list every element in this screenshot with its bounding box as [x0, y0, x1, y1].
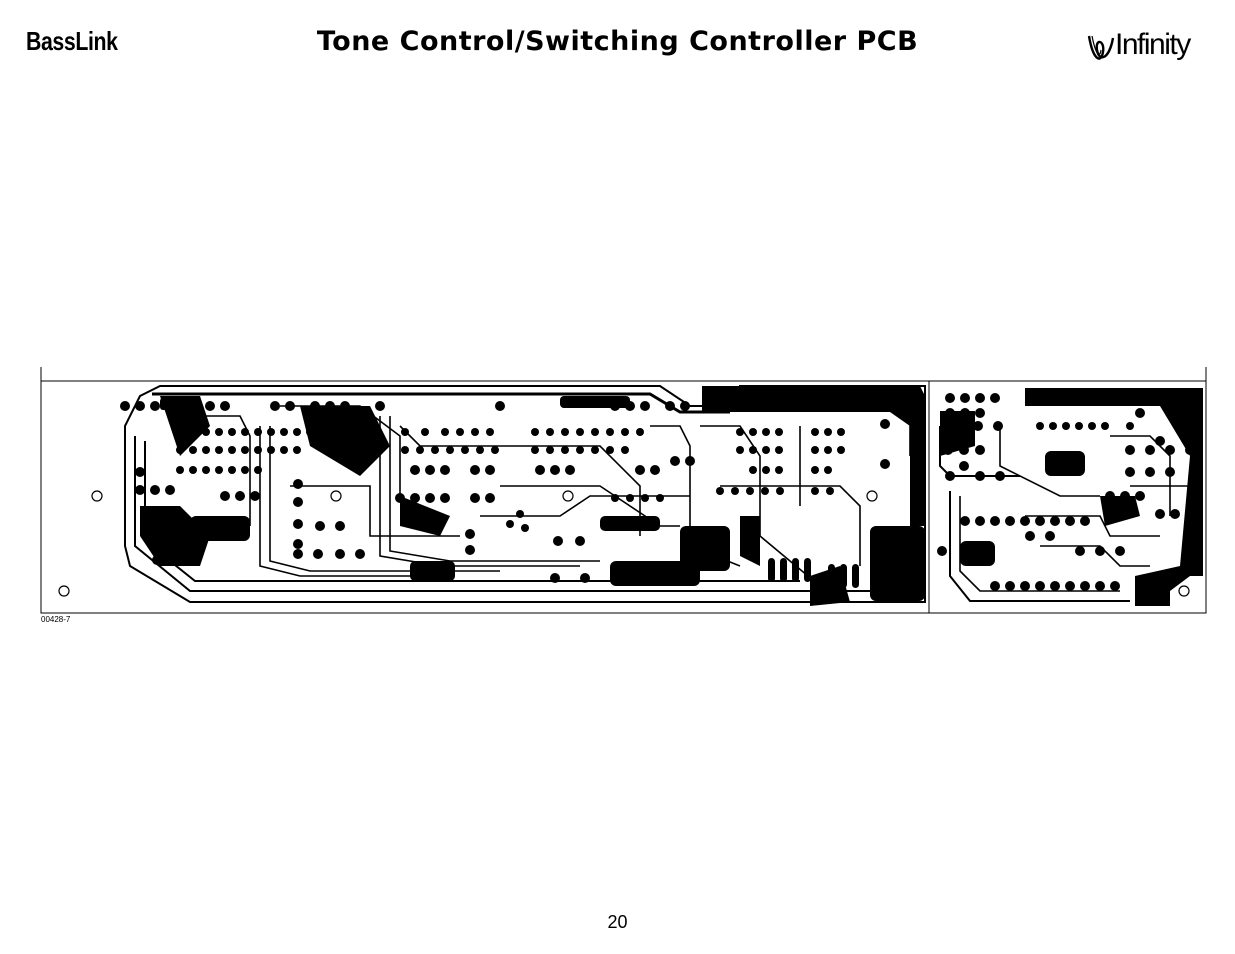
main-board-pads: [120, 401, 890, 588]
infinity-emblem-icon: [1087, 35, 1115, 60]
logo-wordmark: Infinity: [1115, 28, 1191, 61]
mounting-holes: [58, 490, 1190, 597]
page-number: 20: [607, 912, 628, 932]
brand-name: BassLink: [26, 26, 118, 56]
right-board-copper-fills: [940, 388, 1203, 606]
infinity-logo: Infinity: [1085, 28, 1210, 66]
main-board-copper-fills: [140, 386, 925, 606]
pcb-layout-drawing: [40, 367, 1207, 614]
right-board-pads: [937, 393, 1195, 591]
page-title: Tone Control/Switching Controller PCB: [316, 26, 919, 57]
drawing-part-number: 00428-7: [41, 615, 71, 624]
